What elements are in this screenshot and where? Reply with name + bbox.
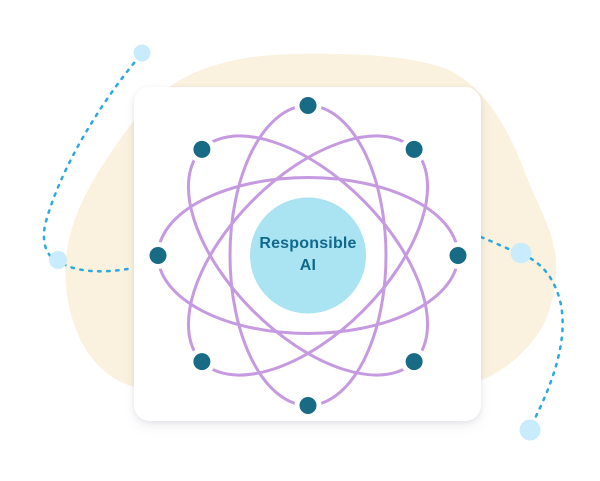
- electron-node: [193, 140, 211, 158]
- electron-node: [299, 97, 317, 114]
- electron-node: [193, 353, 211, 371]
- accent-circle-right: [510, 242, 532, 264]
- accent-circle-left: [49, 251, 67, 269]
- accent-circle-top-left: [133, 44, 151, 62]
- electron-node: [405, 140, 423, 158]
- electron-node: [449, 247, 467, 264]
- electron-node: [299, 397, 317, 414]
- center-label-line2: AI: [299, 257, 317, 274]
- center-label: Responsible AI: [248, 233, 368, 277]
- nucleus-circle: [250, 197, 366, 314]
- accent-circle-bottom-right: [519, 419, 541, 441]
- electron-node: [405, 353, 423, 371]
- dotted-connector-right: [479, 235, 564, 428]
- electron-node: [149, 247, 167, 264]
- center-label-line1: Responsible: [259, 235, 357, 252]
- dotted-connector-left: [42, 54, 142, 273]
